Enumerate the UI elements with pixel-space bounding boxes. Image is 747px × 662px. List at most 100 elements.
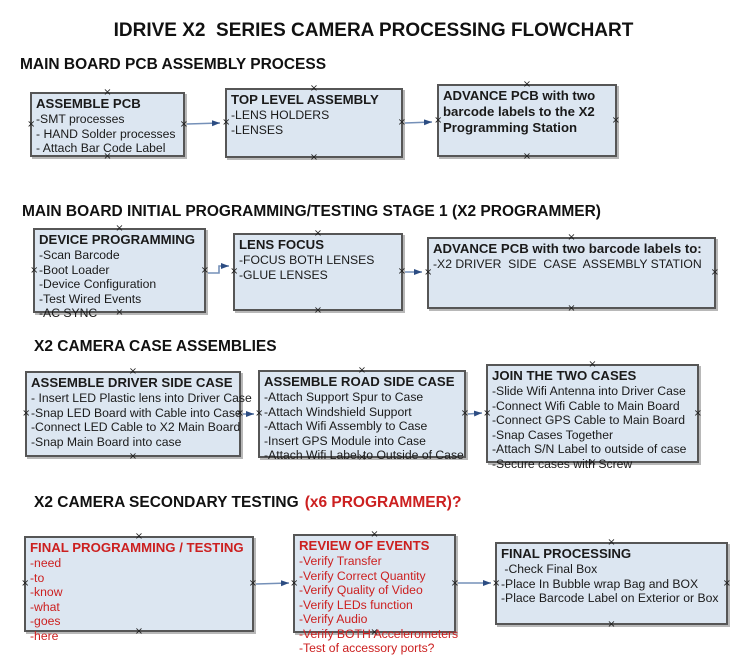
connection-point-icon: ×: [450, 577, 459, 589]
connector-arrow: [255, 580, 290, 587]
box-title: FINAL PROGRAMMING / TESTING: [30, 540, 244, 555]
box-line: -what: [30, 599, 60, 614]
connection-point-icon: ×: [309, 152, 319, 163]
box-line: -GLUE LENSES: [239, 267, 328, 282]
connection-point-icon: ×: [397, 266, 406, 277]
box-line: -Verify Quality of Video: [299, 583, 423, 597]
box-line: -AC SYNC: [39, 306, 98, 320]
box-title: TOP LEVEL ASSEMBLY: [231, 92, 379, 107]
connection-point-icon: ×: [255, 408, 264, 419]
connection-point-icon: ×: [27, 118, 36, 130]
box-line: -Connect GPS Cable to Main Board: [492, 413, 686, 427]
box-title: REVIEW OF EVENTS: [299, 538, 430, 553]
box-line: -Insert GPS Module into Case: [264, 433, 426, 448]
box-line: - Insert LED Plastic lens into Driver Ca…: [31, 391, 252, 405]
box-title: JOIN THE TWO CASES: [492, 368, 637, 383]
connection-point-icon: ×: [722, 577, 731, 589]
box-lines: -Scan Barcode-Boot Loader-Device Configu…: [39, 248, 200, 321]
box-line: -Slide Wifi Antenna into Driver Case: [492, 384, 686, 398]
box-lines: -need-to-know-what-goes-here: [30, 556, 248, 643]
connection-point-icon: ×: [22, 408, 31, 419]
box-title: LENS FOCUS: [239, 237, 324, 252]
flow-box-assemble-driver-side-case[interactable]: ASSEMBLE DRIVER SIDE CASE - Insert LED P…: [22, 367, 252, 462]
flow-box-assemble-road-side-case[interactable]: ASSEMBLE ROAD SIDE CASE -Attach Support …: [255, 366, 469, 463]
flowchart-title: IDRIVE X2 SERIES CAMERA PROCESSING FLOWC…: [113, 20, 634, 41]
box-line: -Test Wired Events: [39, 291, 142, 306]
flow-box-device-programming[interactable]: DEVICE PROGRAMMING -Scan Barcode-Boot Lo…: [30, 224, 209, 321]
box-lines: -X2 DRIVER SIDE CASE ASSEMBLY STATION: [433, 257, 710, 272]
box-line: -Attach Windshield Support: [264, 404, 412, 419]
box-line: -Verify LEDs function: [299, 597, 413, 612]
connection-point-icon: ×: [611, 114, 620, 126]
box-line: -Secure cases with Screw: [492, 456, 633, 471]
box-title: ASSEMBLE DRIVER SIDE CASE: [31, 375, 233, 390]
box-line: -Check Final Box: [501, 562, 598, 576]
box-title: ASSEMBLE ROAD SIDE CASE: [264, 374, 455, 389]
box-line: -Snap Main Board into case: [31, 434, 182, 449]
box-line: -FOCUS BOTH LENSES: [239, 253, 375, 267]
flow-box-lens-focus[interactable]: LENS FOCUS -FOCUS BOTH LENSES-GLUE LENSE…: [230, 229, 406, 316]
connection-point-icon: ×: [222, 117, 231, 128]
box-line: -SMT processes: [36, 112, 125, 126]
box-line: -Test of accessory ports?: [299, 641, 435, 655]
connection-point-icon: ×: [710, 267, 719, 278]
box-line: -here: [30, 628, 59, 643]
flow-box-review-of-events[interactable]: REVIEW OF EVENTS -Verify Transfer-Verify…: [290, 530, 459, 656]
connection-point-icon: ×: [607, 619, 616, 630]
box-line: -LENS HOLDERS: [231, 108, 330, 122]
box-title: FINAL PROCESSING: [501, 546, 632, 561]
box-line: -Connect LED Cable to X2 Main Board: [31, 420, 241, 434]
connection-point-icon: ×: [460, 408, 469, 419]
box-line: -Verify Transfer: [299, 554, 382, 568]
connection-point-icon: ×: [21, 578, 30, 589]
box-line: -Place Barcode Label on Exterior or Box: [501, 591, 719, 605]
box-line: -X2 DRIVER SIDE CASE ASSEMBLY STATION: [433, 257, 702, 271]
box-title: ASSEMBLE PCB: [36, 96, 141, 111]
connection-point-icon: ×: [230, 266, 239, 277]
flow-box-final-programming-testing[interactable]: FINAL PROGRAMMING / TESTING -need-to-kno…: [21, 532, 257, 643]
box-line: -Snap Cases Together: [492, 427, 614, 442]
flow-box-final-processing[interactable]: FINAL PROCESSING -Check Final Box-Place …: [492, 538, 731, 630]
flow-box-join-the-two-cases[interactable]: JOIN THE TWO CASES -Slide Wifi Antenna i…: [483, 360, 702, 471]
box-line: -Attach Wifi Label to Outside of Case: [264, 448, 464, 462]
connection-point-icon: ×: [483, 407, 492, 419]
box-line: -Device Configuration: [39, 277, 157, 291]
box-line: -need: [30, 556, 62, 570]
box-lines: - Insert LED Plastic lens into Driver Ca…: [31, 391, 252, 449]
section-heading-initial-programming: MAIN BOARD INITIAL PROGRAMMING/TESTING S…: [22, 203, 601, 220]
flow-box-top-level-assembly[interactable]: TOP LEVEL ASSEMBLY -LENS HOLDERS-LENSES …: [222, 84, 406, 163]
box-line: -Place In Bubble wrap Bag and BOX: [501, 576, 699, 591]
box-line: -Attach Wifi Assembly to Case: [264, 419, 428, 433]
connector-arrow: [467, 410, 483, 417]
box-lines: -Check Final Box-Place In Bubble wrap Ba…: [501, 562, 722, 606]
box-lines: -Slide Wifi Antenna into Driver Case-Con…: [492, 384, 693, 471]
box-lines: -Verify Transfer-Verify Correct Quantity…: [299, 554, 458, 656]
flow-box-advance-pcb-programming-station[interactable]: ADVANCE PCB with two barcode labels to t…: [434, 80, 620, 162]
flow-box-assemble-pcb[interactable]: ASSEMBLE PCB -SMT processes- HAND Solder…: [27, 88, 188, 162]
box-lines: -FOCUS BOTH LENSES-GLUE LENSES: [239, 253, 397, 282]
box-line: -know: [30, 585, 63, 599]
box-lines: -Attach Support Spur to Case-Attach Wind…: [264, 390, 464, 463]
section-heading-pcb-assembly: MAIN BOARD PCB ASSEMBLY PROCESS: [20, 56, 327, 73]
box-title: ADVANCE PCB with two barcode labels to t…: [443, 88, 596, 135]
connector-arrow: [186, 120, 221, 127]
connection-point-icon: ×: [567, 303, 576, 314]
connection-point-icon: ×: [313, 305, 323, 316]
box-line: -goes: [30, 614, 61, 628]
connection-point-icon: ×: [397, 117, 406, 128]
box-line: -Boot Loader: [39, 262, 110, 277]
box-line: -LENSES: [231, 122, 284, 137]
box-line: -to: [30, 570, 45, 585]
flow-box-advance-pcb-driver-side-station[interactable]: ADVANCE PCB with two barcode labels to: …: [424, 233, 719, 314]
connection-point-icon: ×: [290, 577, 299, 589]
box-line: -Verify Audio: [299, 612, 368, 626]
box-line: -Connect Wifi Cable to Main Board: [492, 398, 680, 413]
box-line: -Verify Correct Quantity: [299, 568, 426, 583]
section-heading-programmer-question: (x6 PROGRAMMER)?: [304, 494, 462, 511]
connection-point-icon: ×: [522, 151, 532, 162]
connection-point-icon: ×: [30, 264, 39, 276]
section-heading-secondary-testing-black: X2 CAMERA SECONDARY TESTING: [34, 494, 299, 511]
box-line: - HAND Solder processes: [36, 126, 176, 141]
box-line: -Snap LED Board with Cable into Case: [31, 405, 242, 420]
